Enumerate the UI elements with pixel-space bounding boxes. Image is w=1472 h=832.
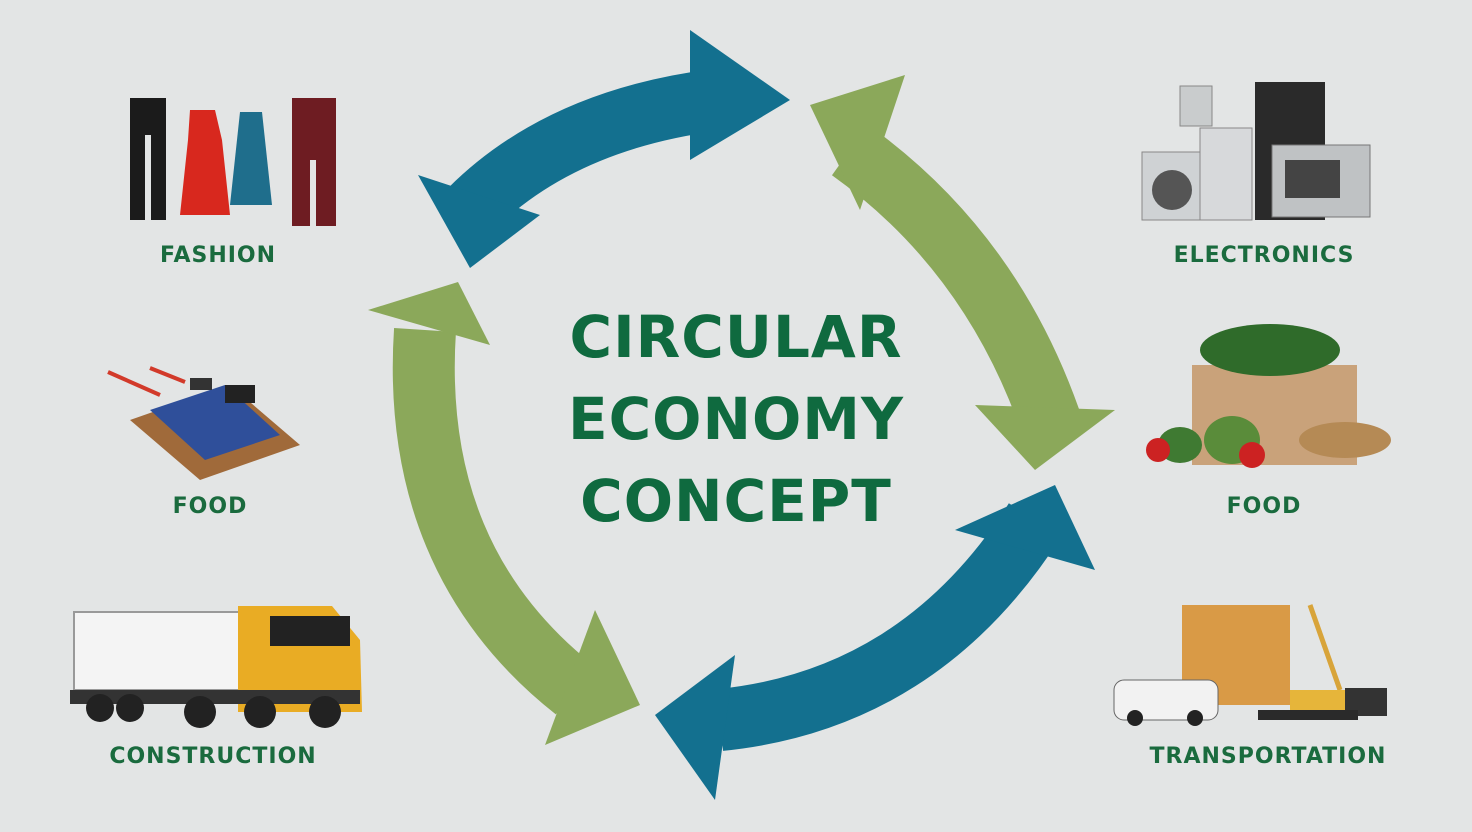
arrow-blue-top (418, 30, 790, 268)
label-food-left: FOOD (172, 494, 248, 519)
arrow-green-left (368, 282, 640, 745)
label-fashion: FASHION (159, 243, 277, 268)
arrow-green-right (810, 75, 1115, 470)
groceries-icon (1146, 324, 1391, 468)
circuit-board-icon (107, 366, 300, 480)
clothing-icon (130, 98, 336, 226)
label-transportation: TRANSPORTATION (1149, 744, 1387, 769)
title-line-2: ECONOMY (567, 385, 905, 453)
arrow-blue-bottom (655, 485, 1095, 800)
label-food-right: FOOD (1226, 494, 1302, 519)
title-line-1: CIRCULAR (569, 303, 903, 371)
title-line-3: CONCEPT (580, 467, 892, 535)
construction-site-icon (1113, 604, 1387, 726)
label-construction: CONSTRUCTION (109, 744, 317, 769)
truck-icon (70, 606, 362, 728)
label-electronics: ELECTRONICS (1173, 243, 1355, 268)
appliances-icon (1141, 82, 1371, 221)
